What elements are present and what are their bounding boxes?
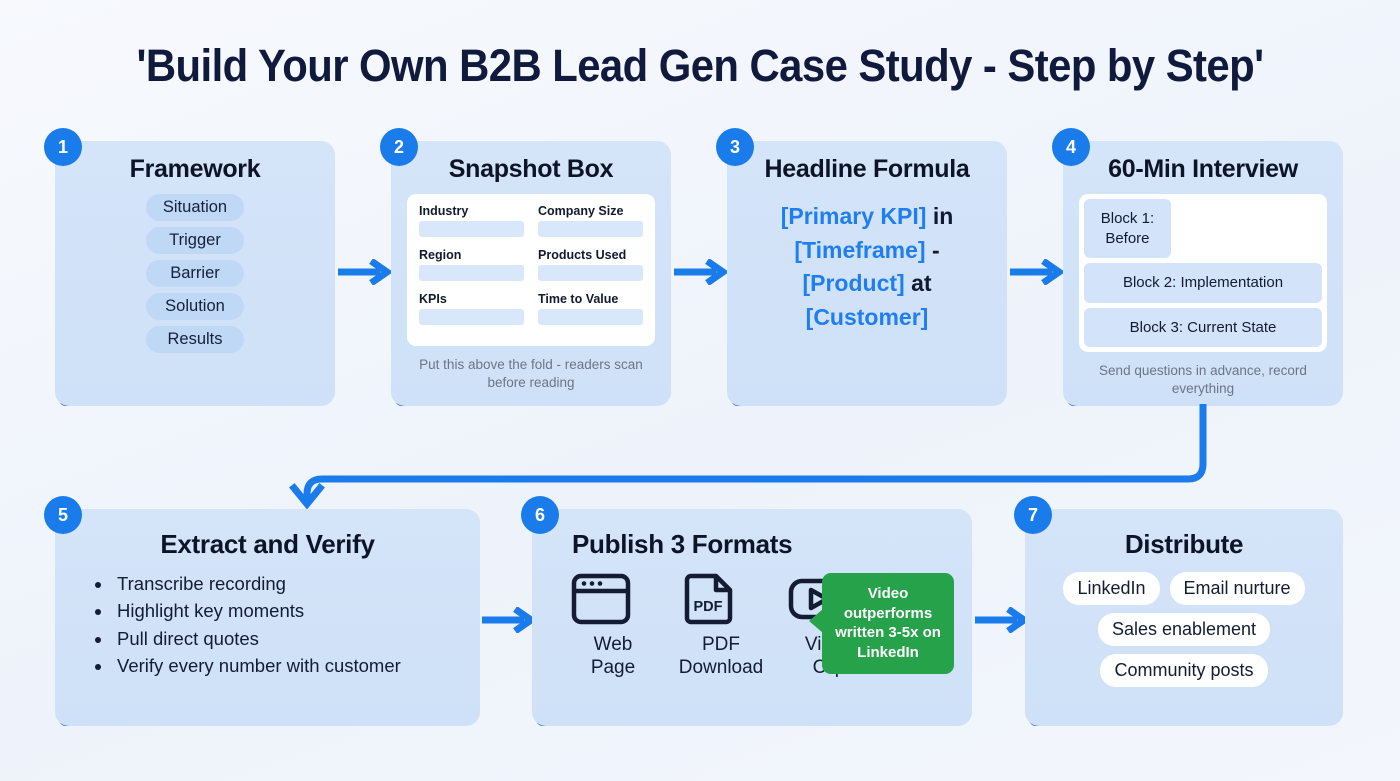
snapshot-field: Time to Value <box>538 292 643 334</box>
formula-placeholder-product: [Product] <box>802 270 905 297</box>
format-label: PDF Download <box>678 634 764 679</box>
step-card-snapshot-box: Snapshot Box Industry Company Size Regio… <box>391 141 671 406</box>
interview-block[interactable]: Block 2: Implementation <box>1084 263 1322 303</box>
format-item-pdf-download[interactable]: PDF PDF Download <box>678 572 764 679</box>
snapshot-field-label: Region <box>419 248 462 262</box>
step-badge-7: 7 <box>1014 496 1052 534</box>
step-badge-3: 3 <box>716 128 754 166</box>
video-performance-callout: Video outperforms written 3-5x on Linked… <box>809 573 954 674</box>
step-number-1: 1 <box>57 136 68 157</box>
snapshot-field-label: KPIs <box>419 292 447 306</box>
snapshot-field-label: Products Used <box>538 248 627 262</box>
distribute-chip[interactable]: Sales enablement <box>1097 613 1271 646</box>
svg-text:PDF: PDF <box>694 599 723 615</box>
snapshot-field: Products Used <box>538 248 643 290</box>
step-card-headline-formula: Headline Formula [Primary KPI] in [Timef… <box>727 141 1007 406</box>
snapshot-field-input[interactable] <box>538 221 643 237</box>
format-item-web-page[interactable]: Web Page <box>570 572 656 679</box>
step-number-5: 5 <box>57 504 68 525</box>
snapshot-panel: Industry Company Size Region Products Us… <box>407 194 655 346</box>
formula-placeholder-customer: [Customer] <box>805 303 929 330</box>
distribute-chip[interactable]: LinkedIn <box>1063 572 1160 605</box>
headline-formula-text: [Primary KPI] in [Timeframe] - [Product]… <box>743 200 991 334</box>
formula-placeholder-kpi: [Primary KPI] <box>780 203 927 229</box>
step-number-4: 4 <box>1065 136 1076 157</box>
framework-pill[interactable]: Solution <box>146 293 244 320</box>
snapshot-field-input[interactable] <box>538 309 643 325</box>
bullet-item: Verify every number with customer <box>113 652 464 679</box>
snapshot-field: KPIs <box>419 292 524 334</box>
step-badge-2: 2 <box>380 128 418 166</box>
bullet-item: Highlight key moments <box>113 597 464 624</box>
step-badge-4: 4 <box>1052 128 1090 166</box>
snapshot-field-input[interactable] <box>419 309 524 325</box>
snapshot-field: Industry <box>419 204 524 246</box>
flow-arrow-2-to-3 <box>674 259 730 285</box>
step-number-2: 2 <box>393 136 404 157</box>
snapshot-field-label: Industry <box>419 204 469 218</box>
framework-pill[interactable]: Trigger <box>146 227 244 254</box>
step-card-framework: Framework Situation Trigger Barrier Solu… <box>55 141 335 406</box>
snapshot-field: Region <box>419 248 524 290</box>
formula-placeholder-timeframe: [Timeframe] <box>794 236 926 263</box>
snapshot-field-label: Company Size <box>538 204 624 218</box>
step-number-6: 6 <box>534 504 545 525</box>
step-badge-6: 6 <box>521 496 559 534</box>
framework-pill[interactable]: Barrier <box>146 260 244 287</box>
browser-window-icon <box>571 573 631 625</box>
card-heading-headline-formula: Headline Formula <box>764 155 970 183</box>
extract-verify-bullet-list: Transcribe recording Highlight key momen… <box>113 570 464 680</box>
distribute-chip[interactable]: Community posts <box>1100 654 1268 687</box>
snapshot-field-input[interactable] <box>538 265 643 281</box>
snapshot-note: Put this above the fold - readers scan b… <box>419 357 643 391</box>
distribute-chip[interactable]: Email nurture <box>1169 572 1305 605</box>
step-number-7: 7 <box>1027 504 1038 525</box>
step-card-interview: 60-Min Interview Block 1: Before Block 2… <box>1063 141 1343 406</box>
snapshot-field-label: Time to Value <box>538 292 619 306</box>
interview-block[interactable]: Block 3: Current State <box>1084 307 1322 347</box>
format-label: Web Page <box>590 634 636 679</box>
card-heading-distribute: Distribute <box>1124 529 1244 559</box>
interview-block[interactable]: Block 1: Before <box>1084 199 1171 258</box>
bullet-item: Transcribe recording <box>113 570 464 597</box>
page-title: 'Build Your Own B2B Lead Gen Case Study … <box>136 40 1264 91</box>
formula-joiner-in: in <box>926 203 954 229</box>
distribute-chip-list: LinkedIn Email nurture Sales enablement … <box>1041 572 1327 687</box>
card-heading-publish-formats: Publish 3 Formats <box>572 529 793 559</box>
step-badge-1: 1 <box>44 128 82 166</box>
bullet-item: Pull direct quotes <box>113 625 464 652</box>
card-heading-interview: 60-Min Interview <box>1108 155 1298 183</box>
flow-arrow-4-to-5 <box>285 404 1225 509</box>
framework-pill[interactable]: Situation <box>146 194 244 221</box>
snapshot-field-input[interactable] <box>419 221 524 237</box>
flow-arrow-6-to-7 <box>975 607 1031 633</box>
flow-arrow-3-to-4 <box>1010 259 1066 285</box>
snapshot-field-input[interactable] <box>419 265 524 281</box>
step-number-3: 3 <box>729 136 740 157</box>
step-badge-5: 5 <box>44 496 82 534</box>
pdf-file-icon: PDF <box>684 573 733 625</box>
interview-note: Send questions in advance, record everyt… <box>1099 363 1307 397</box>
framework-pill-list: Situation Trigger Barrier Solution Resul… <box>71 194 319 353</box>
flow-arrow-5-to-6 <box>482 607 538 633</box>
formula-joiner-at: at <box>904 270 932 297</box>
formula-joiner-dash: - <box>925 236 940 263</box>
framework-pill[interactable]: Results <box>146 326 244 353</box>
card-heading-snapshot-box: Snapshot Box <box>448 155 614 183</box>
card-heading-extract-verify: Extract and Verify <box>160 529 375 559</box>
flow-arrow-1-to-2 <box>338 259 394 285</box>
snapshot-field: Company Size <box>538 204 643 246</box>
step-card-distribute: Distribute LinkedIn Email nurture Sales … <box>1025 509 1343 726</box>
interview-blocks: Block 1: Before Block 2: Implementation … <box>1079 194 1327 352</box>
step-card-extract-verify: Extract and Verify Transcribe recording … <box>55 509 480 726</box>
card-heading-framework: Framework <box>129 155 261 183</box>
